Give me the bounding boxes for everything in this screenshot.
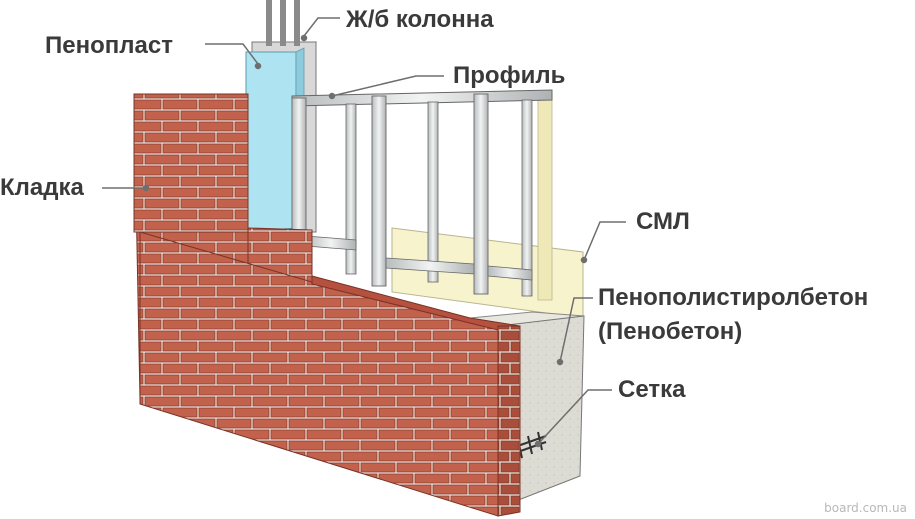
rebar (266, 0, 272, 46)
label-foam-plastic: Пенопласт (45, 32, 173, 59)
label-sml: СМЛ (636, 208, 690, 235)
leader-profile (331, 75, 444, 97)
leader-concrete (559, 297, 593, 363)
rebar (280, 0, 286, 46)
watermark: board.com.ua (824, 501, 907, 515)
rebar (294, 0, 300, 46)
label-foam-concrete: Пенополистиролбетон (598, 284, 869, 311)
leader-mesh (537, 389, 612, 445)
leader-sml (583, 221, 626, 261)
leader-foam (205, 43, 259, 65)
label-profile: Профиль (453, 62, 566, 89)
sml-board-edge (537, 99, 553, 301)
label-mesh: Сетка (618, 376, 686, 403)
brick-masonry-end (497, 325, 521, 517)
label-masonry: Кладка (0, 174, 84, 201)
foam-panel (245, 51, 297, 233)
label-rc-column: Ж/б колонна (346, 6, 494, 33)
brick-masonry-upper (133, 93, 249, 233)
leader-column (303, 17, 340, 37)
leader-lines (102, 17, 626, 448)
label-foam-concrete-alt: (Пенобетон) (598, 318, 743, 345)
